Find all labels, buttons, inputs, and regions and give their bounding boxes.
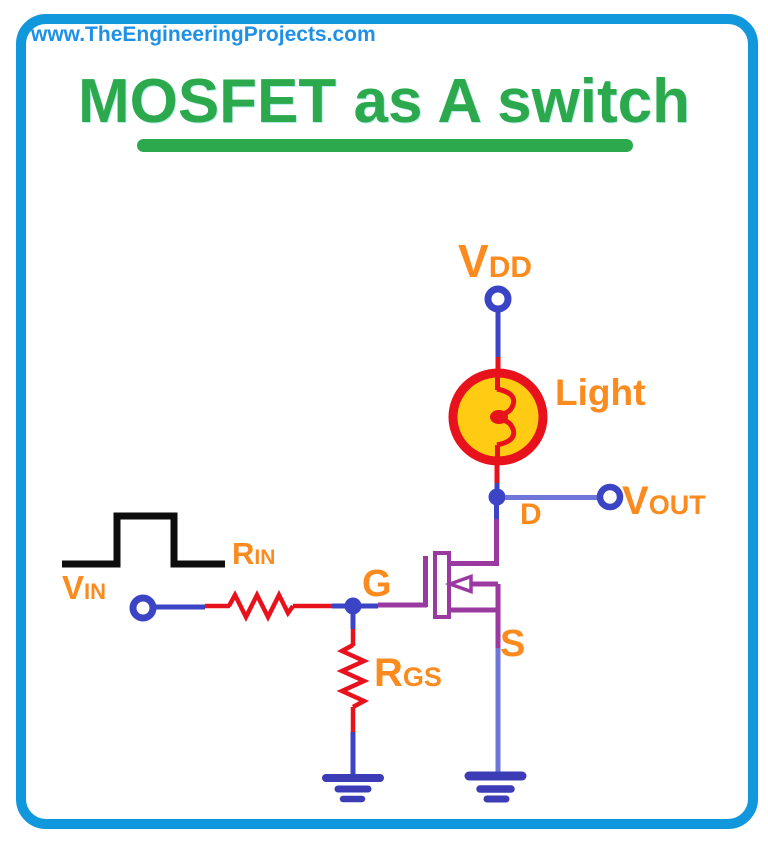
vin-label: VIN bbox=[62, 571, 106, 604]
rin-label-sub: IN bbox=[254, 546, 276, 569]
drain-junction-dot bbox=[488, 488, 506, 506]
vdd-label-main: V bbox=[458, 235, 489, 287]
rgs-resistor-symbol bbox=[336, 643, 370, 709]
mosfet-symbol bbox=[423, 551, 501, 648]
ground-symbol-left bbox=[322, 774, 384, 803]
pulse-waveform bbox=[62, 512, 225, 568]
vout-label-main: V bbox=[622, 479, 649, 523]
page-title: MOSFET as A switch bbox=[77, 67, 691, 136]
rin-label: RIN bbox=[232, 538, 275, 569]
vout-label: VOUT bbox=[622, 481, 706, 521]
vout-label-sub: OUT bbox=[648, 490, 706, 520]
watermark: www.TheEngineeringProjects.com bbox=[31, 23, 376, 46]
vin-label-main: V bbox=[62, 569, 85, 606]
rin-label-main: R bbox=[232, 536, 255, 571]
rgs-label-sub: GS bbox=[402, 662, 442, 692]
title-underline bbox=[137, 139, 633, 152]
rgs-label-main: R bbox=[374, 651, 403, 695]
input-wire bbox=[156, 603, 230, 610]
light-label: Light bbox=[555, 372, 646, 413]
drain-label: D bbox=[520, 498, 542, 531]
vout-terminal bbox=[596, 483, 624, 511]
vdd-label: VDD bbox=[458, 238, 532, 284]
vin-terminal bbox=[129, 594, 157, 622]
ground-symbol-right bbox=[464, 771, 527, 803]
gate-junction-dot bbox=[344, 597, 362, 615]
gate-label: G bbox=[362, 563, 392, 605]
vin-label-sub: IN bbox=[84, 579, 107, 604]
source-label: S bbox=[500, 623, 526, 665]
vdd-terminal bbox=[484, 285, 512, 313]
light-bulb-symbol bbox=[448, 368, 548, 466]
vdd-label-sub: DD bbox=[488, 251, 533, 284]
rgs-label: RGS bbox=[374, 653, 442, 693]
rin-resistor-symbol bbox=[227, 589, 295, 623]
gate-wire bbox=[359, 602, 427, 609]
